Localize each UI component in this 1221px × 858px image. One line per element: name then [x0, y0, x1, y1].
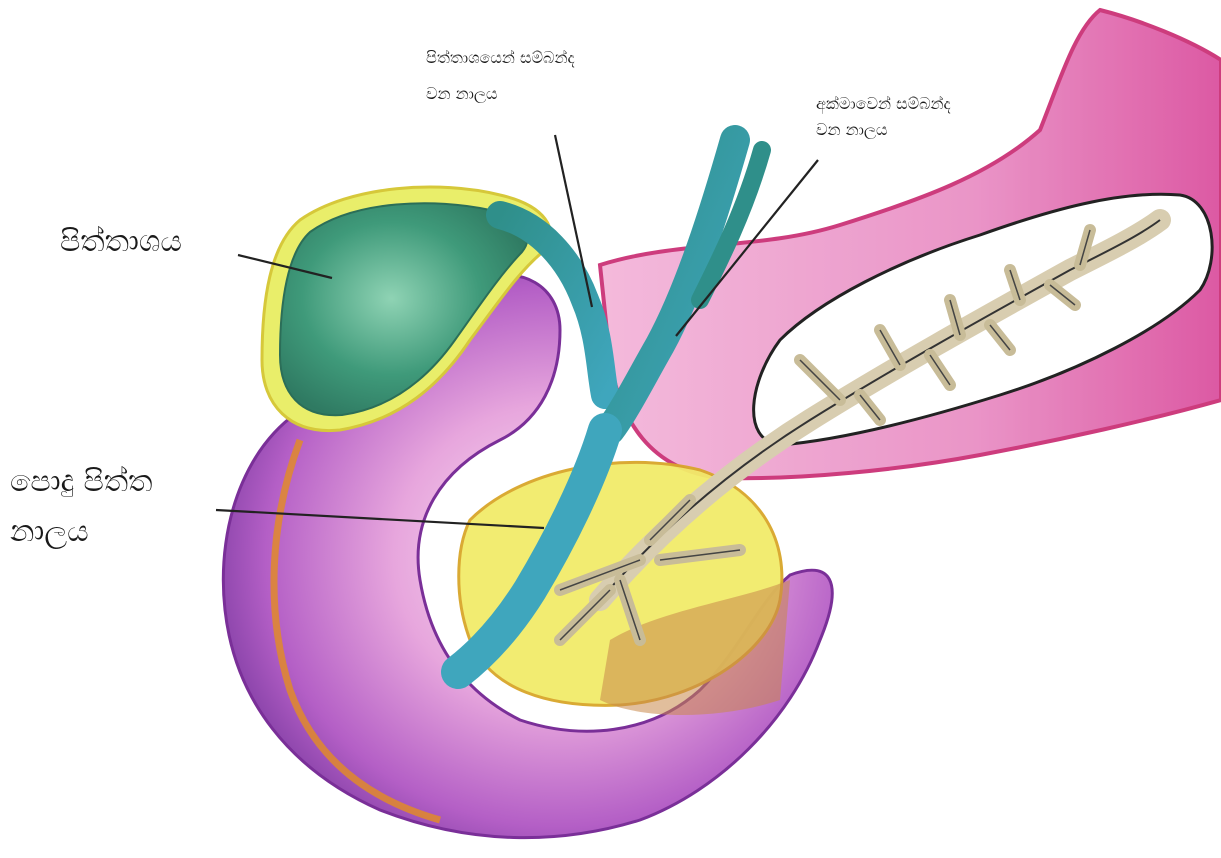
label-cystic-duct-line1: පිත්තාශයෙන් සම්බන්ද: [426, 46, 575, 70]
label-pancreatic-duct-line2: වන නාලය: [816, 118, 888, 142]
label-common-bile-duct-line2: නාලය: [10, 512, 89, 552]
label-common-bile-duct-line1: පොදු පිත්ත: [10, 462, 153, 502]
label-pancreatic-duct-line1: අක්මාවෙන් සම්බන්ද: [816, 92, 951, 116]
label-gallbladder: පිත්තාශය: [60, 222, 182, 262]
label-cystic-duct-line2: වන නාලය: [426, 82, 498, 106]
